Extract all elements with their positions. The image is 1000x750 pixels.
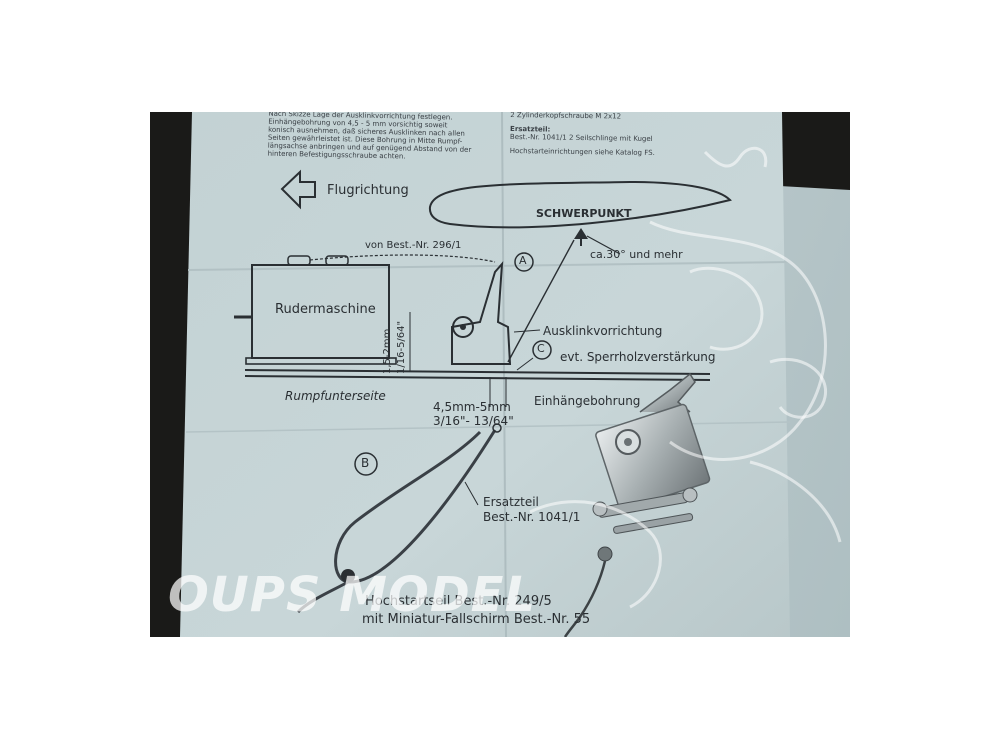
product-photo: Nach Skizze Lage der Ausklinkvorrichtung… xyxy=(150,112,850,637)
flight-direction-label: Flugrichtung xyxy=(327,183,409,198)
marker-c: C xyxy=(537,342,545,355)
marker-c-circle xyxy=(532,340,552,360)
instructions-left: Nach Skizze Lage der Ausklinkvorrichtung… xyxy=(268,112,494,162)
angle-line xyxy=(507,239,575,363)
fuselage-floor xyxy=(244,369,711,375)
real-cable xyxy=(563,546,613,637)
parachute-label: mit Miniatur-Fallschirm Best.-Nr. 55 xyxy=(362,612,591,627)
dimension-mm: 1,5-2mm xyxy=(382,328,393,374)
hole-size-mm: 4,5mm-5mm xyxy=(433,400,511,414)
photo-scene xyxy=(150,112,850,637)
watermark-mascot xyxy=(529,146,842,609)
servo-label: Rudermaschine xyxy=(275,302,376,317)
cable-ball xyxy=(341,569,355,583)
marker-a: A xyxy=(519,254,527,267)
center-of-gravity-label: SCHWERPUNKT xyxy=(536,207,632,220)
plywood-label: evt. Sperrholzverstärkung xyxy=(560,350,716,364)
spare-part-label: Ersatzteil xyxy=(483,495,539,509)
hole-size-inch: 3/16"- 13/64" xyxy=(433,414,514,428)
fold-line-vertical xyxy=(501,112,507,637)
fuselage-label: Rumpfunterseite xyxy=(285,389,386,403)
towline-label: Hochstartseil Best.-Nr. 249/5 xyxy=(365,594,552,609)
instructions-right: 2 Zylinderkopfschraube M 2x12 Ersatzteil… xyxy=(510,112,656,157)
cg-arrow xyxy=(574,228,588,239)
watermark-text: OUPS MODEL xyxy=(168,567,537,623)
release-mechanism-label: Ausklinkvorrichtung xyxy=(543,324,663,338)
angle-label: ca.30° und mehr xyxy=(590,248,683,261)
hole-label: Einhängebohrung xyxy=(534,394,641,408)
order-number-label: von Best.-Nr. 296/1 xyxy=(365,240,462,251)
wing-profile xyxy=(428,180,732,229)
marker-b-circle xyxy=(354,452,378,476)
spare-line: Best.-Nr. 1041/1 2 Seilschlinge mit Kuge… xyxy=(509,132,653,143)
marker-a-circle xyxy=(514,252,534,272)
parts-list-item: 2 Zylinderkopfschraube M 2x12 xyxy=(510,112,622,121)
fold-line-horizontal xyxy=(187,261,791,271)
flight-arrow xyxy=(280,169,316,210)
marker-b: B xyxy=(361,456,370,470)
cable-loop xyxy=(334,429,497,584)
spare-part-number: Best.-Nr. 1041/1 xyxy=(483,510,581,524)
dimension-inch: 1/16-5/64" xyxy=(396,320,407,374)
